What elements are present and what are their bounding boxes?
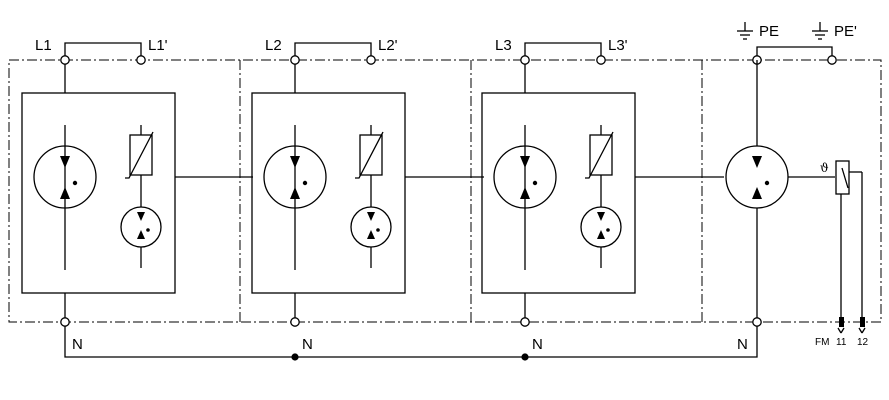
terminal-line-out xyxy=(596,55,606,65)
terminal-line-in xyxy=(60,55,70,65)
varistor-symbol xyxy=(585,125,614,207)
pe-module: PE PE' N ϑ xyxy=(725,22,869,353)
module-box xyxy=(21,92,176,294)
pin-12 xyxy=(860,317,865,327)
neutral-label: N xyxy=(737,336,748,353)
gas-discharge-tube-small xyxy=(120,206,162,268)
line-in-label: L3 xyxy=(495,37,512,54)
gas-discharge-tube-small xyxy=(350,206,392,268)
pe-label: PE xyxy=(759,23,779,40)
varistor-symbol xyxy=(355,125,384,207)
module-box xyxy=(251,92,406,294)
junction-dot xyxy=(291,353,299,361)
line-out-label: L2' xyxy=(378,37,398,54)
terminal-neutral xyxy=(520,317,530,327)
pin-12-label: 12 xyxy=(857,337,869,348)
enclosure-outline xyxy=(8,59,882,323)
neutral-label: N xyxy=(72,336,83,353)
phase-module-3: L3 L3' N xyxy=(481,37,636,353)
ground-icon xyxy=(737,22,753,40)
pe-prime-label: PE' xyxy=(834,23,857,40)
gas-discharge-tube-large xyxy=(263,125,327,270)
phase-module-1: L1 L1' N xyxy=(21,37,176,353)
gas-discharge-tube-large xyxy=(33,125,97,270)
neutral-label: N xyxy=(532,336,543,353)
terminal-neutral xyxy=(60,317,70,327)
neutral-bus xyxy=(64,322,758,361)
line-in-label: L2 xyxy=(265,37,282,54)
gas-discharge-tube-large xyxy=(493,125,557,270)
terminal-neutral xyxy=(752,317,762,327)
terminal-line-in xyxy=(290,55,300,65)
remote-contact-terminals: FM 11 12 xyxy=(815,317,869,348)
terminal-line-out xyxy=(136,55,146,65)
line-out-label: L1' xyxy=(148,37,168,54)
terminal-neutral xyxy=(290,317,300,327)
thermal-disconnector: ϑ xyxy=(788,160,863,318)
gas-discharge-tube-small xyxy=(580,206,622,268)
pin-11 xyxy=(839,317,844,327)
pin-11-label: 11 xyxy=(836,337,847,348)
module-box xyxy=(481,92,636,294)
junction-dot xyxy=(521,353,529,361)
fm-label: FM xyxy=(815,337,829,348)
terminal-line-in xyxy=(520,55,530,65)
varistor-symbol xyxy=(125,125,154,207)
thermal-symbol: ϑ xyxy=(820,161,829,175)
neutral-label: N xyxy=(302,336,313,353)
phase-module-2: L2 L2' N xyxy=(251,37,406,353)
gas-discharge-tube-pe xyxy=(725,60,789,318)
line-in-label: L1 xyxy=(35,37,52,54)
terminal-line-out xyxy=(366,55,376,65)
line-out-label: L3' xyxy=(608,37,628,54)
terminal-pe-prime xyxy=(827,55,837,65)
ground-icon xyxy=(812,22,828,40)
